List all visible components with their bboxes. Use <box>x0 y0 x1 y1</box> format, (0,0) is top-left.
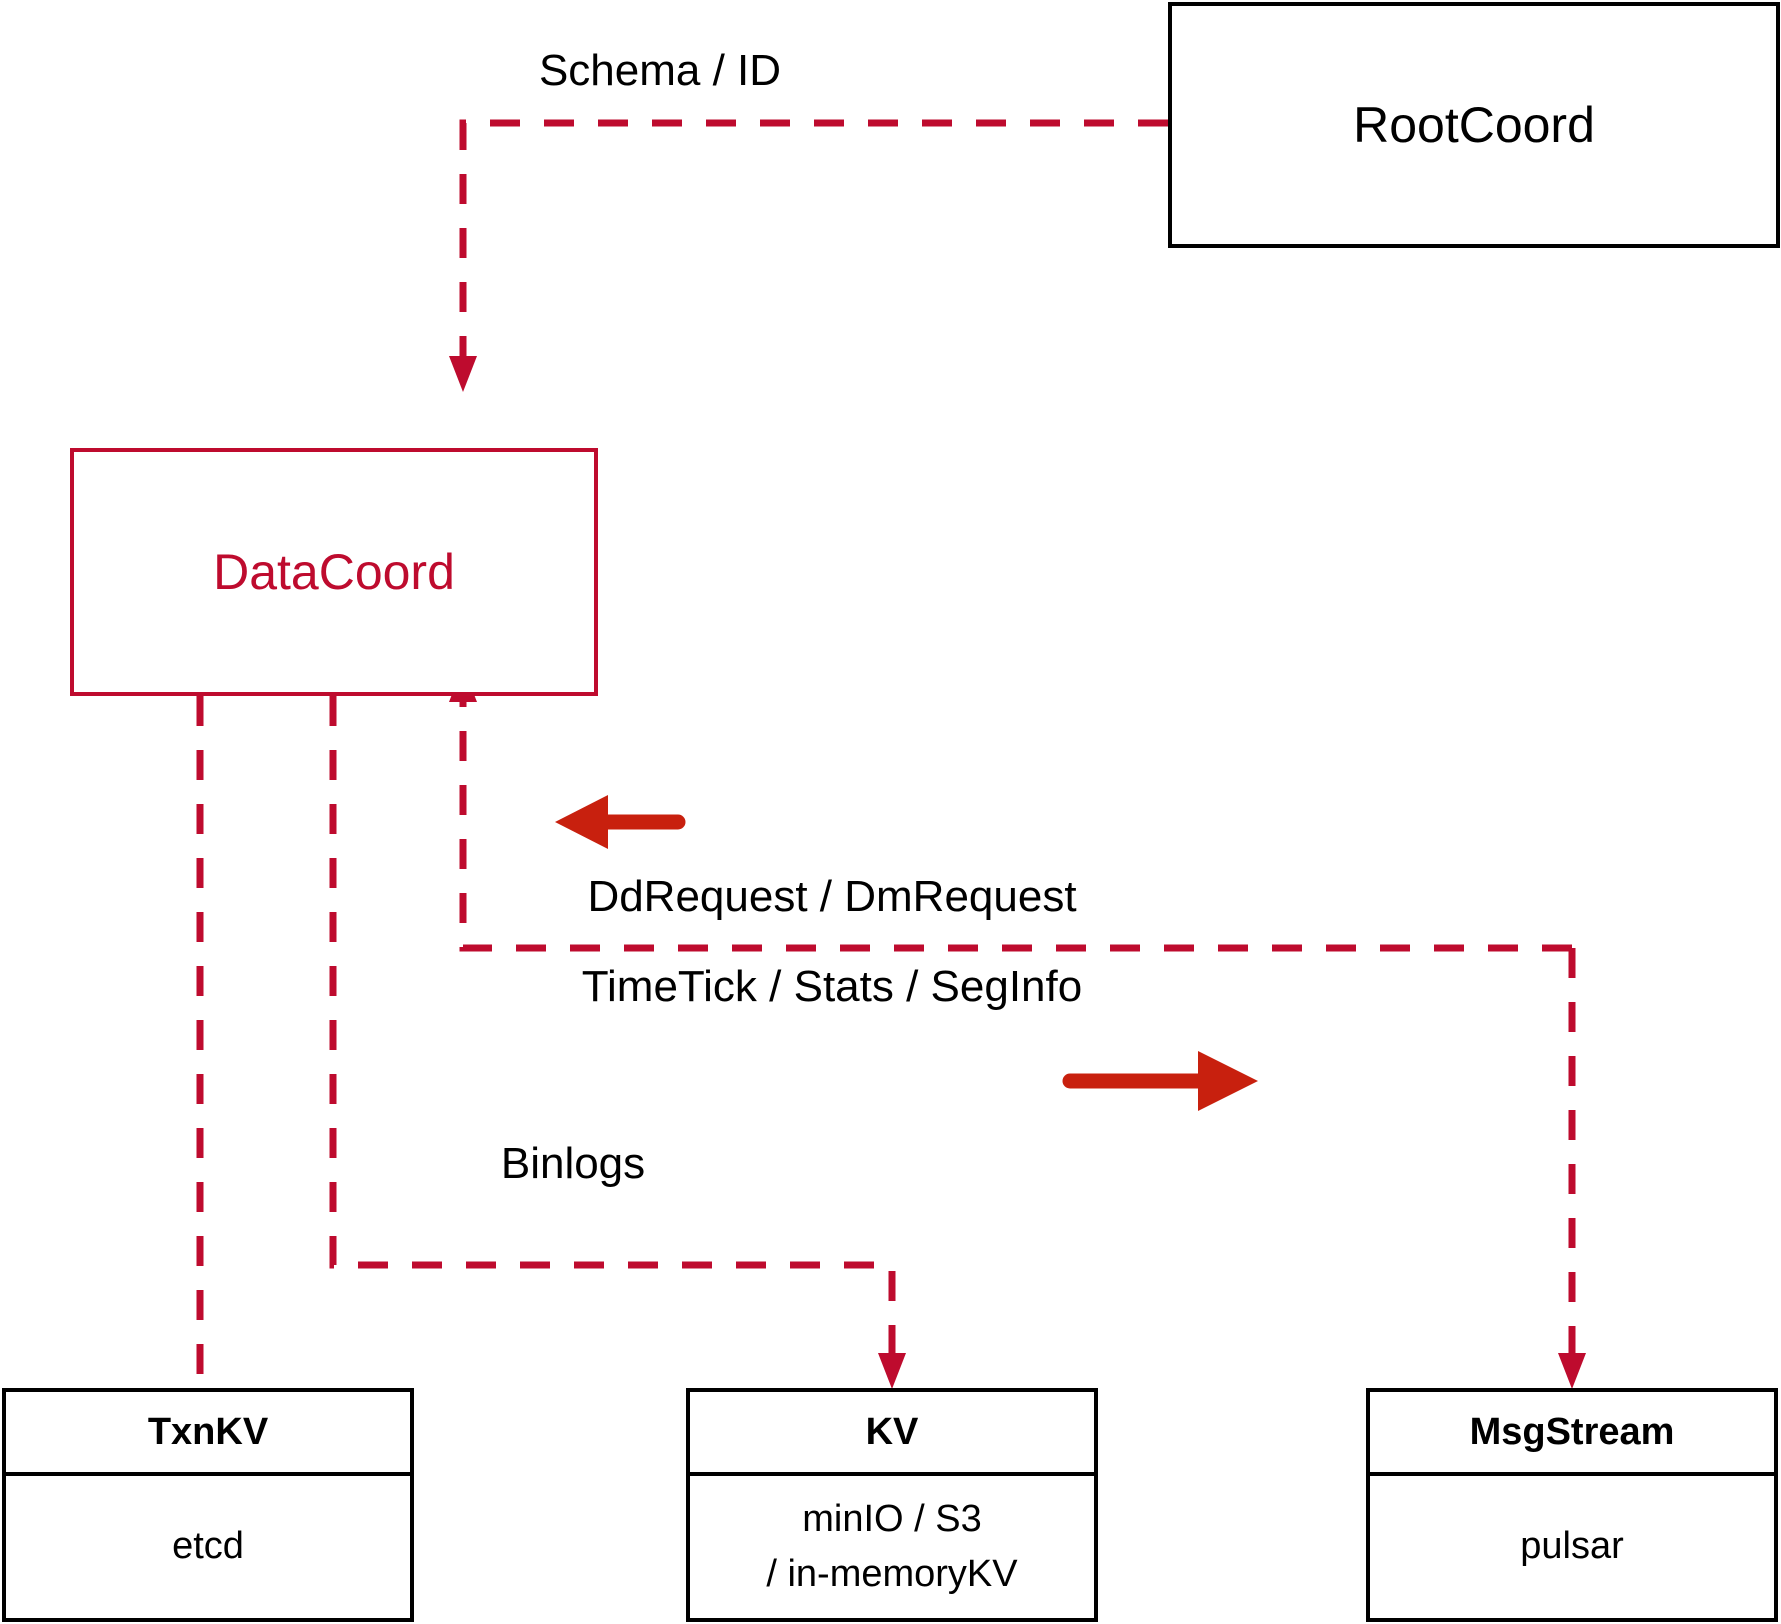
arrow-down-icon <box>1558 1353 1586 1389</box>
node-msgstream[interactable]: MsgStream pulsar <box>1366 1388 1778 1622</box>
direction-arrow-left <box>555 795 686 849</box>
node-txnkv-body-line-0: etcd <box>172 1525 244 1568</box>
arrow-left-icon <box>555 795 608 849</box>
node-msgstream-body-line-0: pulsar <box>1520 1525 1624 1568</box>
node-txnkv[interactable]: TxnKV etcd <box>2 1388 414 1622</box>
edge-label-schema-id: Schema / ID <box>538 46 782 95</box>
edge-label-binlogs: Binlogs <box>500 1139 646 1188</box>
node-datacoord-label: DataCoord <box>213 544 455 600</box>
node-txnkv-title: TxnKV <box>6 1392 410 1476</box>
edge-datacoord-kv <box>329 696 906 1389</box>
node-kv-body-line-1: / in-memoryKV <box>766 1553 1018 1595</box>
node-kv[interactable]: KV minIO / S3 / in-memoryKV <box>686 1388 1098 1622</box>
node-datacoord[interactable]: DataCoord <box>70 448 598 696</box>
node-kv-body-line-0: minIO / S3 <box>802 1497 982 1540</box>
node-rootcoord[interactable]: RootCoord <box>1168 2 1780 248</box>
direction-arrow-right <box>1062 1051 1258 1111</box>
node-kv-title: KV <box>690 1392 1094 1476</box>
arrow-down-icon <box>878 1353 906 1389</box>
edge-schema-id <box>449 119 1168 392</box>
node-msgstream-title: MsgStream <box>1370 1392 1774 1476</box>
node-rootcoord-label: RootCoord <box>1353 97 1595 153</box>
arrow-right-icon <box>1198 1051 1258 1111</box>
node-kv-body: minIO / S3 / in-memoryKV <box>690 1476 1094 1618</box>
arrow-down-icon <box>449 356 477 392</box>
node-msgstream-body: pulsar <box>1370 1476 1774 1618</box>
edge-label-dd-dm-request: DdRequest / DmRequest <box>587 872 1077 921</box>
node-txnkv-body: etcd <box>6 1476 410 1618</box>
edge-label-timetick-stats-seginfo: TimeTick / Stats / SegInfo <box>581 962 1083 1011</box>
edge-msgstream-datacoord <box>449 666 1586 1389</box>
